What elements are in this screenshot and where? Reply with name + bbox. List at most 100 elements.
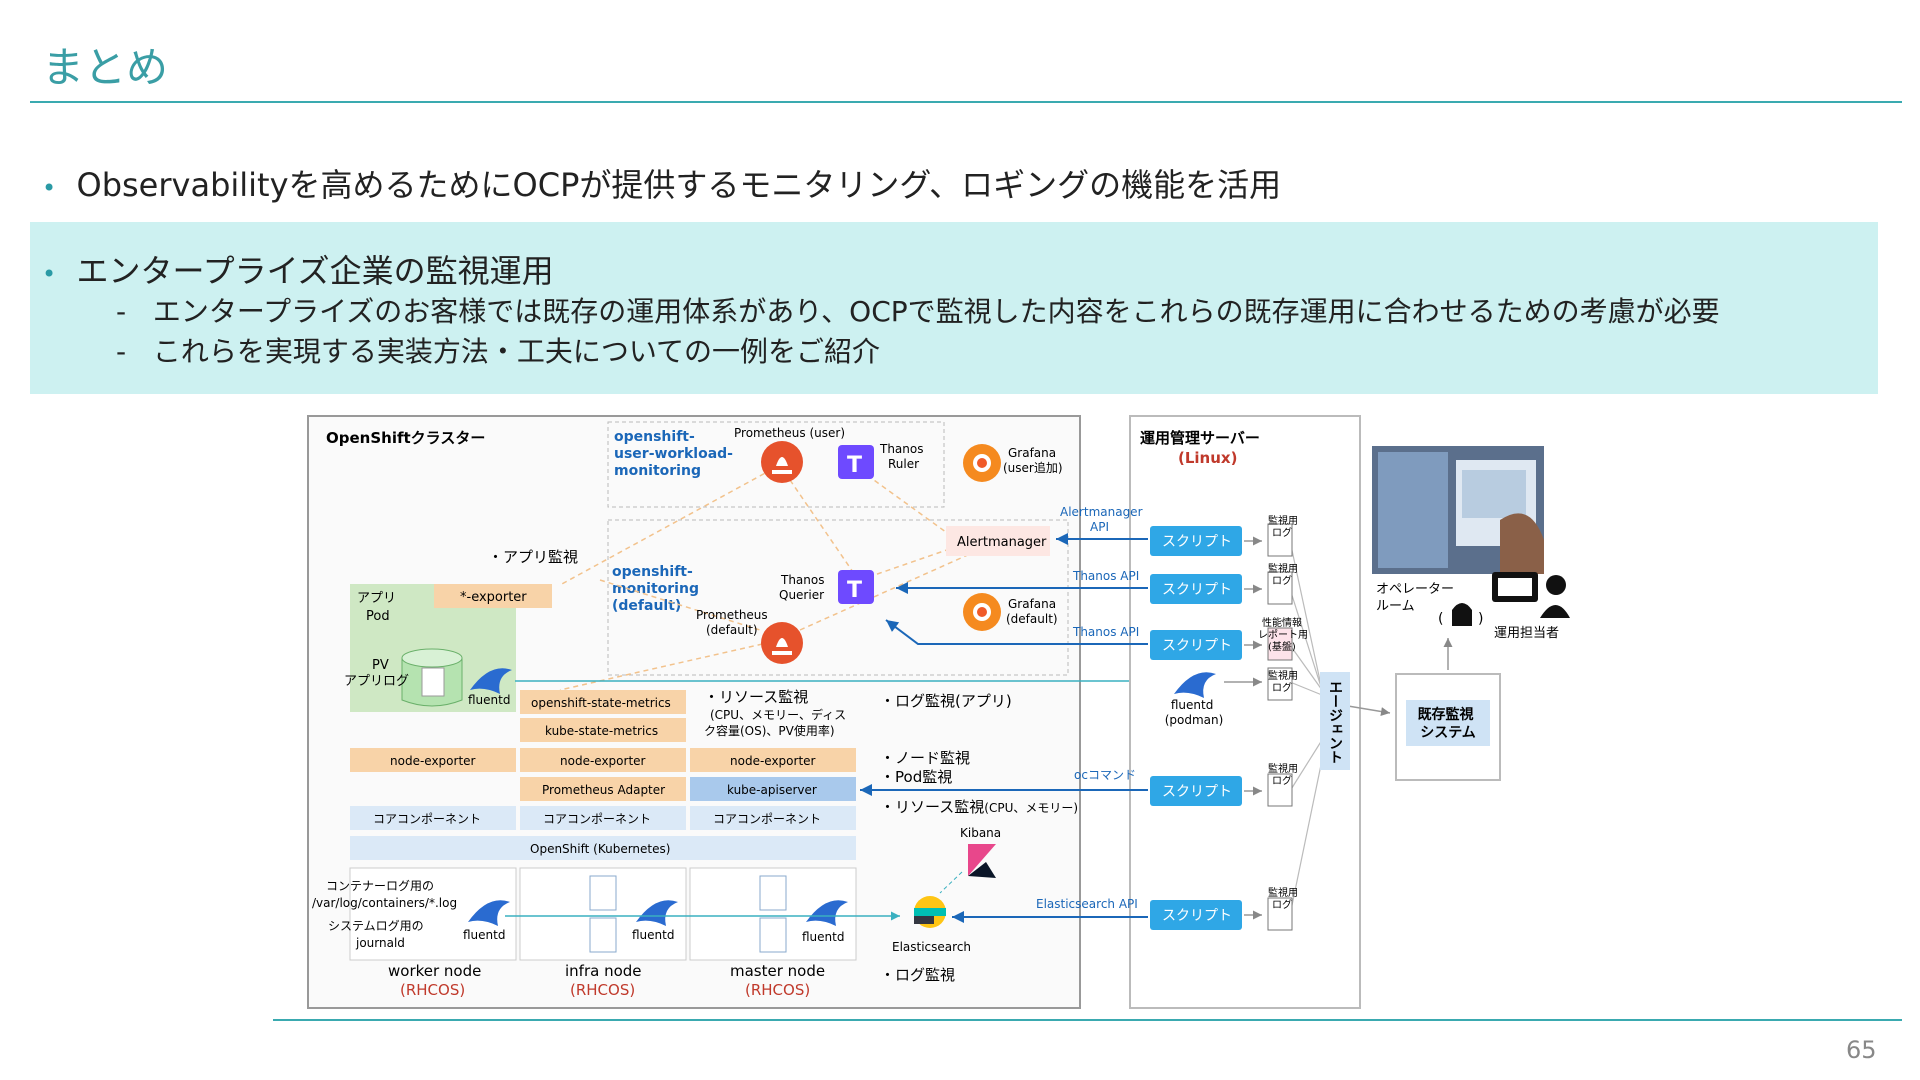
node-monitor-label: ・ノード監視 — [880, 749, 970, 767]
core3-label: コアコンポーネント — [713, 812, 821, 826]
sub-bullet-1: - エンタープライズのお客様では既存の運用体系があり、OCPで監視した内容をこれ… — [116, 290, 1720, 330]
sub-bullet-text: エンタープライズのお客様では既存の運用体系があり、OCPで監視した内容をこれらの… — [152, 295, 1720, 328]
osm-label: openshift-state-metrics — [531, 696, 671, 710]
script-label-4: スクリプト — [1162, 784, 1232, 800]
thanos-ruler-label: Thanos Ruler — [879, 442, 927, 471]
kapi-label: kube-apiserver — [727, 783, 817, 797]
infra-node-os: (RHCOS) — [570, 981, 635, 999]
alarm-icon: ( ) — [1438, 603, 1483, 627]
svg-text:): ) — [1478, 611, 1483, 627]
page-title: まとめ — [42, 43, 169, 92]
fluentd-worker-label: fluentd — [463, 928, 505, 942]
es-api-label: Elasticsearch API — [1036, 897, 1138, 911]
uwm-label: openshift- user-workload- monitoring — [614, 429, 738, 479]
ops-server-os: (Linux) — [1178, 449, 1237, 467]
ne2-label: node-exporter — [560, 754, 646, 768]
sub-bullet-text: これらを実現する実装方法・工夫についての一例をご紹介 — [152, 335, 880, 368]
ne3-label: node-exporter — [730, 754, 816, 768]
uwm-frame — [607, 421, 945, 508]
pv-label: PV アプリログ — [344, 658, 409, 689]
bullet-text: Observabilityを高めるためにOCPが提供するモニタリング、ロギングの… — [76, 166, 1282, 204]
log-app-monitor-label: ・ログ監視(アプリ) — [880, 692, 1012, 710]
alertmanager-api-label: Alertmanager API — [1060, 505, 1146, 534]
sub-bullet-2: - これらを実現する実装方法・工夫についての一例をご紹介 — [116, 330, 880, 370]
api-arrows — [860, 533, 1148, 923]
metric-flow-lines — [559, 464, 991, 691]
log-doc-label-1: 監視用ログ — [1268, 514, 1298, 539]
thanos-ruler-icon: T — [838, 445, 874, 479]
infra-node-label: infra node — [565, 962, 642, 980]
script-label-2: スクリプト — [1162, 582, 1232, 598]
mon-label: openshift- monitoring (default) — [612, 564, 704, 614]
svg-text:(: ( — [1438, 611, 1443, 627]
script-label-1: スクリプト — [1162, 534, 1232, 550]
bullet-text: エンタープライズ企業の監視運用 — [76, 252, 554, 290]
highlight-band — [30, 222, 1878, 394]
kibana-icon — [968, 844, 996, 878]
operator-label: 運用担当者 — [1494, 626, 1559, 641]
script-boxes: スクリプト スクリプト スクリプト スクリプト スクリプト — [1150, 526, 1242, 930]
worker-node-os: (RHCOS) — [400, 981, 465, 999]
bullet-dot-icon: • — [42, 174, 57, 202]
log-doc-label-5: 監視用ログ — [1268, 886, 1298, 911]
master-node-label: master node — [730, 962, 825, 980]
fluentd-app-label: fluentd — [468, 693, 510, 707]
kibana-label: Kibana — [960, 826, 1001, 840]
log-doc-label-4: 監視用ログ — [1268, 762, 1298, 787]
dash-icon: - — [116, 335, 127, 368]
agent-links — [1289, 540, 1323, 916]
svg-text:T: T — [847, 453, 862, 478]
fluentd-app-icon — [470, 668, 512, 694]
script-label-5: スクリプト — [1162, 908, 1232, 924]
thanos-api-1-label: Thanos API — [1072, 569, 1139, 583]
ne1-label: node-exporter — [390, 754, 476, 768]
agent-label: エージェント — [1327, 680, 1343, 764]
thanos-api-2-label: Thanos API — [1072, 625, 1139, 639]
alertmanager-box — [946, 526, 1050, 556]
worker-node-label: worker node — [388, 962, 481, 980]
pod-monitor-label: ・Pod監視 — [880, 768, 952, 786]
resource-monitor-label: ・リソース監視 (CPU、メモリー、ディス ク容量(OS)、PV使用率) — [704, 687, 851, 738]
grafana-default-icon — [963, 593, 1001, 631]
fluentd-master-label: fluentd — [802, 930, 844, 944]
thanos-querier-label: Thanos Querier — [779, 573, 828, 602]
grafana-user-icon — [963, 444, 1001, 482]
component-grid: openshift-state-metrics kube-state-metri… — [350, 690, 856, 860]
page-number: 65 — [1846, 1036, 1877, 1064]
agent-box — [1320, 672, 1350, 770]
log-doc-label-2: 監視用ログ — [1268, 562, 1298, 587]
log-doc-label-3: 監視用ログ — [1268, 669, 1298, 694]
dash-icon: - — [116, 295, 127, 328]
prometheus-user-icon — [761, 441, 803, 483]
script-label-3: スクリプト — [1162, 638, 1232, 654]
container-log-label: コンテナーログ用の /var/log/containers/*.log システム… — [312, 879, 461, 950]
log-monitor-label: ・ログ監視 — [880, 966, 955, 984]
existing-system-label: 既存監視 システム — [1418, 706, 1479, 741]
pv-cylinder-icon — [401, 648, 463, 707]
grafana-user-label: Grafana (user追加) — [1003, 446, 1063, 475]
bullet-observability: • Observabilityを高めるためにOCPが提供するモニタリング、ロギン… — [42, 160, 1281, 206]
bottom-divider — [273, 1019, 1902, 1021]
title-divider — [30, 101, 1902, 103]
core2-label: コアコンポーネント — [543, 812, 651, 826]
alertmanager-label: Alertmanager — [957, 535, 1047, 550]
cluster-title: OpenShiftクラスター — [326, 429, 485, 447]
existing-system-box — [1406, 700, 1490, 746]
app-pod-label: アプリ Pod — [357, 591, 400, 624]
prometheus-default-icon — [761, 622, 803, 664]
operator-room-label: オペレーター ルーム — [1376, 582, 1458, 614]
elasticsearch-label: Elasticsearch — [892, 940, 971, 954]
k8s-label: OpenShift (Kubernetes) — [530, 842, 670, 856]
grafana-default-label: Grafana (default) — [1006, 597, 1060, 626]
fluentd-podman-label: fluentd (podman) — [1165, 698, 1224, 727]
operator-icon — [1492, 572, 1570, 618]
ksm-label: kube-state-metrics — [545, 724, 658, 738]
exporter-label: *-exporter — [460, 590, 527, 605]
oc-command-label: ocコマンド — [1074, 768, 1136, 782]
operator-room-photo — [1372, 446, 1544, 574]
bullet-dot-icon: • — [42, 260, 57, 288]
prometheus-default-label: Prometheus (default) — [696, 608, 772, 637]
ops-server-title: 運用管理サーバー — [1140, 429, 1260, 447]
core1-label: コアコンポーネント — [373, 812, 481, 826]
